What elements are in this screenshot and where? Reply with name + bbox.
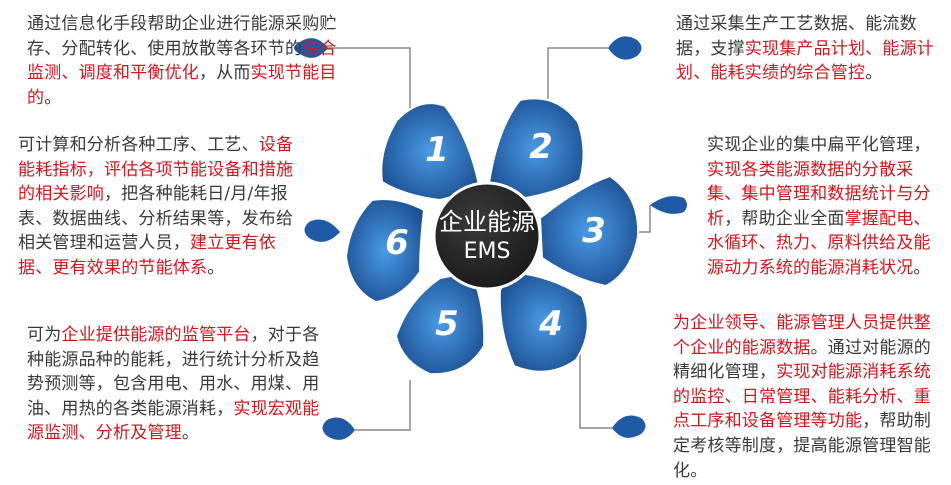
desc5-highlight-2: 实现宏观能源监测、分析及管理 <box>27 398 320 444</box>
petal-6[interactable] <box>344 198 426 304</box>
description-1: 通过信息化手段帮助企业进行能源采购贮存、分配转化、使用放散等各环节的综合监测、调… <box>27 12 349 110</box>
desc1-highlight-2: 实现节能目的 <box>27 63 337 108</box>
desc3-text-3: 。 <box>913 257 931 278</box>
marker-2 <box>608 36 642 60</box>
petal-5[interactable] <box>394 270 486 376</box>
desc1-text: 通过信息化手段帮助企业进行能源采购贮存、分配转化、使用放散等各环节的 <box>27 14 337 59</box>
desc5-text: 可为 <box>27 325 62 345</box>
desc4-text: 。通过对能源的精细化管理， <box>673 337 932 383</box>
desc5-text-3: 。 <box>181 423 200 444</box>
desc6-text-2: ，把各种能耗日/月/年报表、数据曲线、分析结果等，发布给相关管理和运营人员， <box>18 184 294 254</box>
petal-4[interactable] <box>498 270 589 373</box>
petal-number-6: 6 <box>385 223 409 263</box>
desc6-highlight-2: 建立更有依据、更有效果的节能体系 <box>18 233 276 278</box>
markers <box>294 36 687 440</box>
connector-4 <box>579 340 612 429</box>
marker-5 <box>322 417 355 440</box>
desc3-text-2: ，帮助企业全面 <box>724 208 845 229</box>
petal-3[interactable] <box>538 174 640 288</box>
desc6-text: 可计算和分析各种工序、工艺、 <box>18 135 259 155</box>
desc4-highlight: 为企业领导、能源管理人员提供整个企业的能源数据 <box>673 313 931 358</box>
petal-1[interactable] <box>380 102 482 202</box>
petal-number-4: 4 <box>538 304 563 344</box>
desc3-text: 实现企业的集中扁平化管理， <box>707 135 931 155</box>
desc1-highlight: 综合监测、调度和平衡优化 <box>27 38 337 84</box>
marker-3 <box>650 196 687 214</box>
desc4-text-2: ，帮助制定考核等制度，提高能源管理智能化。 <box>673 411 932 481</box>
petal-2[interactable] <box>486 97 585 202</box>
desc5-highlight: 企业提供能源的监管平台 <box>61 325 251 345</box>
marker-4 <box>612 415 646 438</box>
marker-6 <box>304 219 340 242</box>
desc2-highlight: 实现集产品计划、能源计划、能耗实绩的综合管控 <box>676 38 935 84</box>
desc1-text-2: ，从而 <box>199 63 251 84</box>
petal-number-1: 1 <box>425 130 449 170</box>
desc6-text-3: 。 <box>207 257 225 278</box>
desc6-highlight: 设备能耗指标，评估各项节能设备和措施的相关影响 <box>18 135 294 205</box>
description-2: 通过采集生产工艺数据、能流数据，支撑实现集产品计划、能源计划、能耗实绩的综合管控… <box>676 12 938 86</box>
desc4-highlight-2: 实现对能源消耗系统的监控、日常管理、能耗分析、重点工序和设备管理等功能 <box>673 362 932 432</box>
petal-number-2: 2 <box>529 127 553 167</box>
connector-2 <box>547 47 608 102</box>
connector-1 <box>325 47 411 112</box>
description-5: 可为企业提供能源的监管平台，对于各种能源品种的能耗，进行统计分析及趋势预测等，包… <box>27 323 333 446</box>
connector-5 <box>355 380 411 431</box>
desc1-text-3: 。 <box>44 87 62 108</box>
desc3-highlight: 实现各类能源数据的分散采集、集中管理和数据统计与分析 <box>707 159 931 229</box>
marker-1 <box>294 38 328 58</box>
ems-hub[interactable] <box>432 181 542 291</box>
hub-subtitle: EMS <box>464 239 511 264</box>
desc5-text-2: ，对于各种能源品种的能耗，进行统计分析及趋势预测等，包含用电、用水、用煤、用油、… <box>27 325 320 419</box>
petal-number-3: 3 <box>582 211 606 251</box>
petals <box>344 97 640 376</box>
petal-number-5: 5 <box>435 304 459 344</box>
desc3-highlight-2: 掌握配电、水循环、热力、原料供给及能源动力系统的能源消耗状况 <box>707 208 931 278</box>
hub-title: 企业能源 <box>439 208 535 236</box>
description-6: 可计算和分析各种工序、工艺、设备能耗指标，评估各项节能设备和措施的相关影响，把各… <box>18 133 294 281</box>
description-4: 为企业领导、能源管理人员提供整个企业的能源数据。通过对能源的精细化管理，实现对能… <box>673 311 943 483</box>
desc2-text: 通过采集生产工艺数据、能流数据，支撑 <box>676 14 917 59</box>
desc2-text-2: 。 <box>865 63 883 84</box>
description-3: 实现企业的集中扁平化管理， 实现各类能源数据的分散采集、集中管理和数据统计与分析，… <box>707 133 943 281</box>
